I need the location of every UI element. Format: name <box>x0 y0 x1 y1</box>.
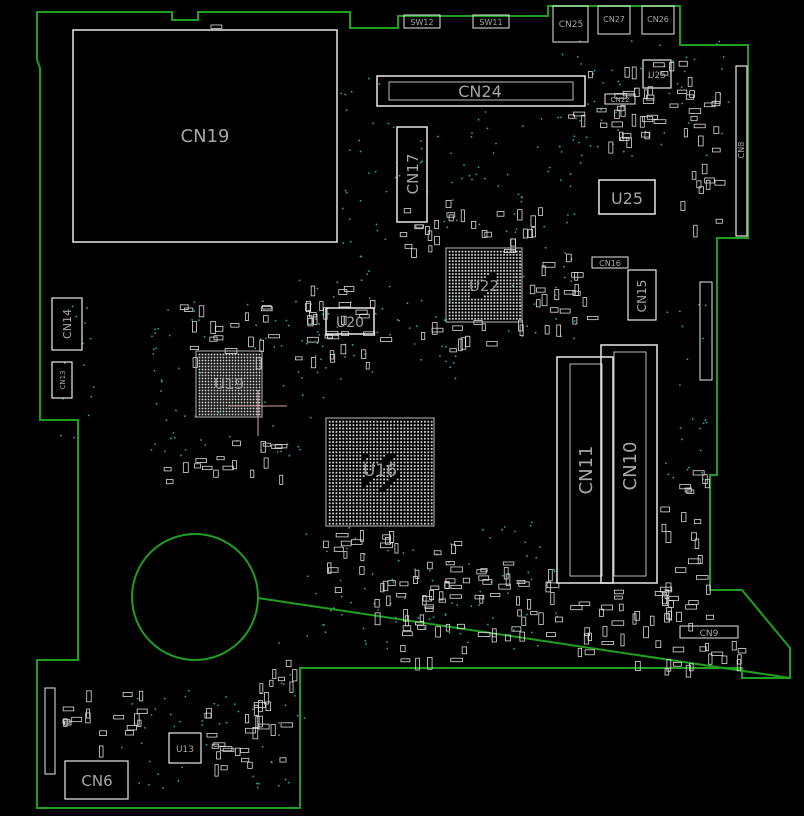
cn17-connector: CN17 <box>396 126 428 223</box>
cn15-connector: CN15 <box>627 269 657 321</box>
u25-small-chip: U25 <box>642 59 672 89</box>
cn13-connector: CN13 <box>51 361 73 399</box>
cn11-label: CN11 <box>576 446 597 495</box>
cn22-connector: CN22 <box>604 93 636 105</box>
pad-field <box>62 24 747 777</box>
u22-bga: U22 <box>445 247 523 323</box>
cn19-label: CN19 <box>181 126 230 147</box>
board-outline <box>36 5 791 809</box>
u20-chip: U20 <box>325 307 375 335</box>
cn22-label: CN22 <box>610 96 629 104</box>
cn25-label: CN25 <box>559 20 583 30</box>
sw12-switch: SW12 <box>403 14 441 29</box>
right-edge-connector <box>699 281 713 381</box>
cn26-connector: CN26 <box>641 5 675 35</box>
cn6-connector: CN6 <box>64 760 129 800</box>
cn14-connector: CN14 <box>51 297 83 351</box>
u16-bga: U16 <box>325 417 435 527</box>
cn13-label: CN13 <box>59 370 67 389</box>
u25-small-label: U25 <box>648 71 666 81</box>
cn9-label: CN9 <box>700 629 719 639</box>
cn15-label: CN15 <box>635 280 649 313</box>
cn6-label: CN6 <box>81 772 112 790</box>
u22-label: U22 <box>469 277 499 295</box>
u19-label: U19 <box>214 375 244 393</box>
u20-label: U20 <box>336 315 364 331</box>
cn9-connector: CN9 <box>679 625 739 639</box>
guide-line <box>257 597 791 679</box>
u16-label: U16 <box>363 461 397 481</box>
sw12-label: SW12 <box>410 18 433 27</box>
cn10-label: CN10 <box>620 442 641 491</box>
u19-bga: U19 <box>195 350 287 436</box>
cn24-connector: CN24 <box>376 75 586 107</box>
cn10-slot: CN10 <box>600 344 658 584</box>
mounting-circle <box>131 533 259 661</box>
sw11-label: SW11 <box>479 18 502 27</box>
u25-large-chip: U25 <box>598 179 656 215</box>
u13-chip: U13 <box>168 732 202 764</box>
sw11-switch: SW11 <box>472 14 510 29</box>
cn27-label: CN27 <box>603 15 625 24</box>
cn14-label: CN14 <box>61 309 74 339</box>
cn8-connector: CN8 <box>735 65 748 237</box>
cn8-label: CN8 <box>737 142 746 159</box>
cn16-connector: CN16 <box>591 256 629 269</box>
cn26-label: CN26 <box>647 15 669 24</box>
cn17-label: CN17 <box>404 154 422 195</box>
left-bottom-connector <box>44 687 56 775</box>
cn11-slot: CN11 <box>556 356 614 584</box>
u25-large-label: U25 <box>611 189 643 208</box>
cn24-label: CN24 <box>458 82 502 101</box>
cn19-connector: CN19 <box>72 29 338 243</box>
cn27-connector: CN27 <box>597 5 631 35</box>
cn16-label: CN16 <box>599 259 621 268</box>
cn25-connector: CN25 <box>552 5 589 43</box>
u13-label: U13 <box>176 745 194 755</box>
